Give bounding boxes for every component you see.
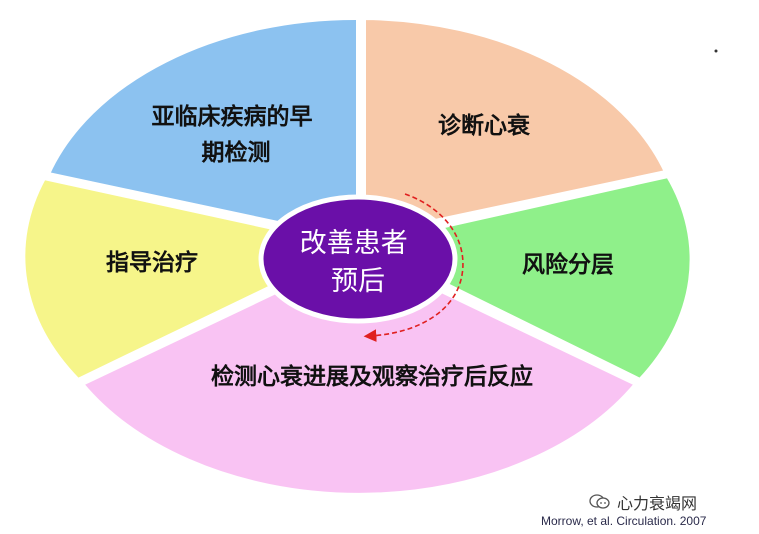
label-diagnose-hf: 诊断心衰 <box>438 112 531 139</box>
citation: Morrow, et al. Circulation. 2007 <box>541 514 707 528</box>
wechat-icon <box>589 494 610 509</box>
watermark: 心力衰竭网 <box>589 490 697 514</box>
center-ellipse <box>258 194 458 324</box>
segment-risk-stratification <box>358 173 694 383</box>
label-risk-stratification: 风险分层 <box>522 251 614 278</box>
label-monitor-progression: 检测心衰进展及观察治疗后反应 <box>211 363 533 390</box>
center-label: 改善患者 预后 <box>300 228 417 297</box>
cycle-arrow <box>363 193 464 343</box>
stray-dot <box>714 49 718 53</box>
segment-monitor-progression <box>78 249 640 497</box>
segment-early-detection <box>45 15 360 243</box>
watermark-text: 心力衰竭网 <box>617 494 698 513</box>
label-early-detection: 亚临床疾病的早 期检测 <box>151 103 320 166</box>
segment-diagnose-hf <box>362 15 669 239</box>
label-guide-therapy: 指导治疗 <box>106 249 198 276</box>
